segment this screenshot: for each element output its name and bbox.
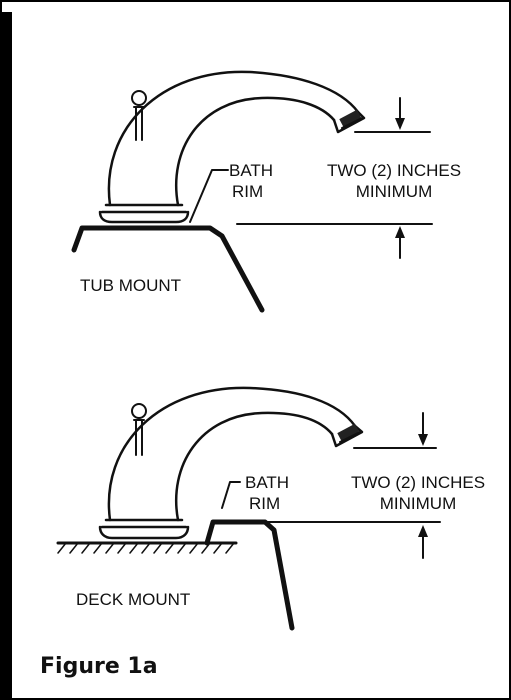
tub-mount-label: TUB MOUNT [80,276,181,295]
dimension-label-line1: TWO (2) INCHES [327,161,461,180]
deck-mount-diagram: BATH RIM TWO (2) INCHES MINIMUM DECK MOU… [56,386,485,631]
faucet-spout [107,386,364,522]
dimension-arrow-down [418,412,428,446]
dimension-label-line1: TWO (2) INCHES [351,473,485,492]
bath-rim-label-line1: BATH [229,161,273,180]
bath-rim-label-line1: BATH [245,473,289,492]
tub-rim [71,225,265,313]
dimension-arrow-up [418,525,428,559]
dimension-label-line2: MINIMUM [380,494,456,513]
bath-rim-leader [189,169,229,223]
dimension-label-line2: MINIMUM [356,182,432,201]
handle-knob [131,90,147,141]
faucet-spout [107,70,366,207]
tub-mount-diagram: BATH RIM TWO (2) INCHES MINIMUM TUB MOUN… [71,70,461,313]
dimension-arrow-up [395,226,405,259]
deck-mount-label: DECK MOUNT [76,590,190,609]
deck-surface [56,541,238,554]
figure-caption: Figure 1a [40,654,158,679]
left-border-bar [0,12,12,700]
dimension-arrow-down [395,97,405,130]
bath-rim-label-line2: RIM [232,182,263,201]
tub-rim [204,519,295,631]
spout-base [98,203,190,224]
bath-rim-leader [221,481,241,509]
spout-base [98,518,190,540]
bath-rim-label-line2: RIM [249,494,280,513]
